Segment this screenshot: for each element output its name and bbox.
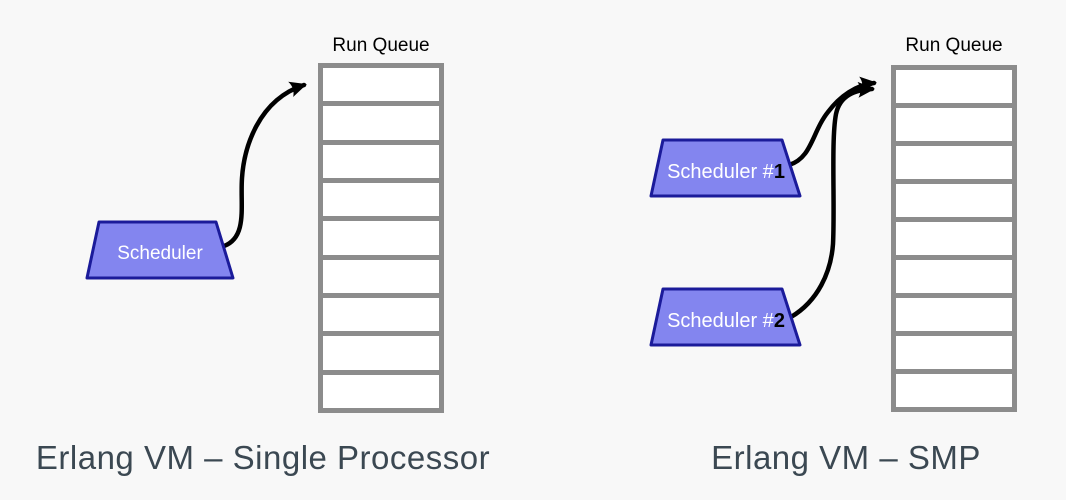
run-queue bbox=[318, 63, 444, 413]
scheduler2-label-digit: 2 bbox=[773, 310, 785, 332]
run-queue-cell bbox=[896, 108, 1012, 141]
run-queue-cell bbox=[896, 184, 1012, 217]
run-queue-cell bbox=[323, 374, 439, 408]
scheduler2-label-text: Scheduler # bbox=[667, 310, 774, 332]
caption-smp: Erlang VM – SMP bbox=[711, 439, 981, 476]
scheduler2-label: Scheduler #2 bbox=[651, 310, 801, 332]
arrow-scheduler2-to-runqueue bbox=[788, 81, 875, 320]
run-queue-cell bbox=[323, 68, 439, 102]
run-queue-cell bbox=[323, 221, 439, 255]
run-queue-cell bbox=[323, 144, 439, 178]
run-queue-cell bbox=[323, 106, 439, 140]
run-queue-cell bbox=[323, 182, 439, 217]
run-queue-cell bbox=[896, 336, 1012, 369]
scheduler-label: Scheduler bbox=[87, 243, 233, 265]
run-queue-cell bbox=[896, 70, 1012, 103]
run-queue-cell bbox=[896, 298, 1012, 331]
run-queue-label: Run Queue bbox=[332, 35, 430, 56]
run-queue-label: Run Queue bbox=[905, 35, 1003, 56]
caption-single-processor: Erlang VM – Single Processor bbox=[35, 439, 491, 476]
run-queue-cell bbox=[323, 336, 439, 370]
run-queue bbox=[891, 65, 1017, 412]
arrow-scheduler-to-runqueue bbox=[221, 81, 307, 249]
scheduler1-label: Scheduler #1 bbox=[651, 161, 801, 183]
run-queue-cell bbox=[896, 222, 1012, 255]
run-queue-cell bbox=[323, 259, 439, 293]
run-queue-cell bbox=[896, 374, 1012, 407]
run-queue-cell bbox=[896, 260, 1012, 293]
scheduler1-label-digit: 1 bbox=[773, 161, 785, 183]
arrow-scheduler1-to-runqueue bbox=[786, 76, 877, 168]
run-queue-cell bbox=[323, 297, 439, 332]
run-queue-cell bbox=[896, 146, 1012, 179]
scheduler1-label-text: Scheduler # bbox=[667, 161, 774, 183]
scheduler-label-text: Scheduler bbox=[117, 243, 203, 264]
